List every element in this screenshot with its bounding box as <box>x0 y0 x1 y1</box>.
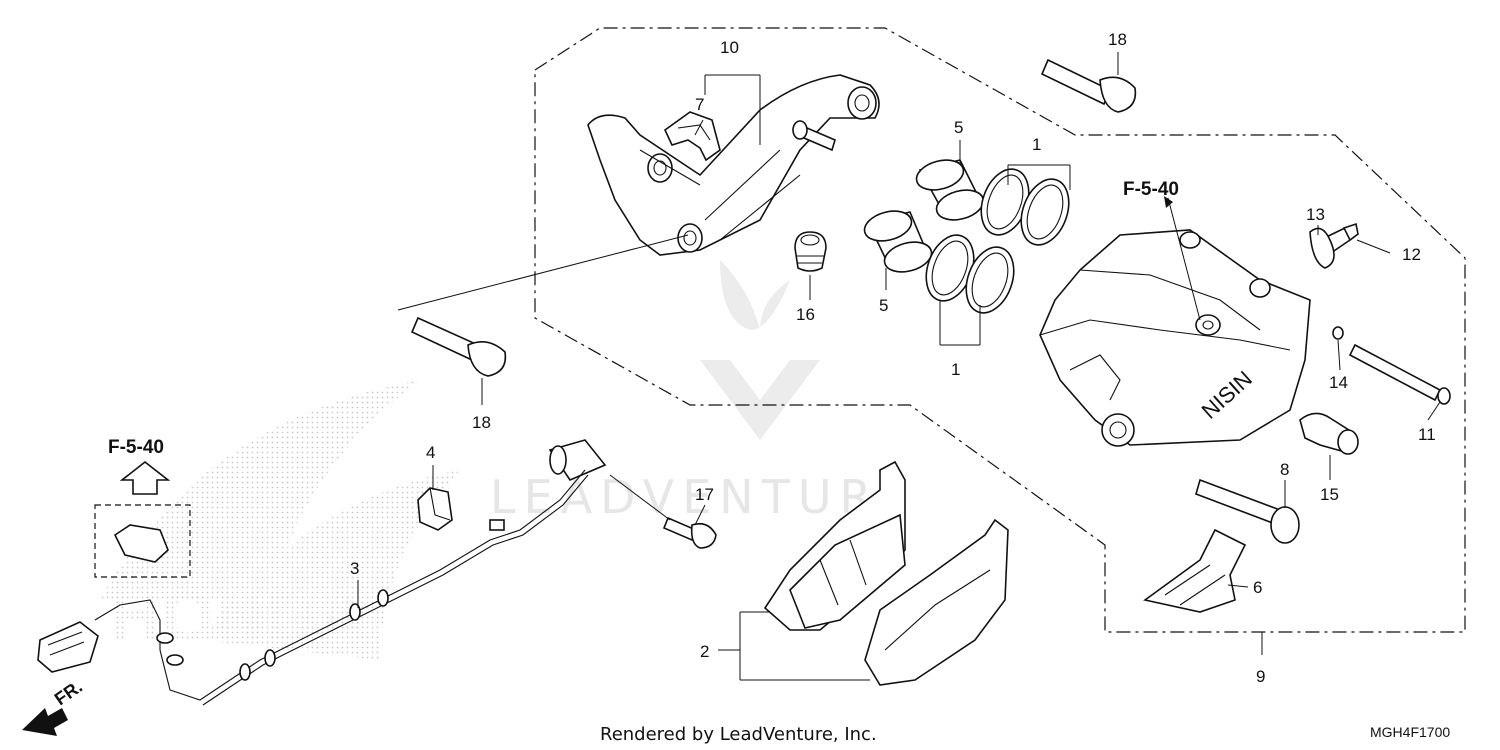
caliper-bracket <box>587 74 880 256</box>
callout-16: 16 <box>796 305 815 324</box>
pad-retainer <box>1143 528 1247 613</box>
ref-label-top: F-5-40 <box>1123 179 1179 200</box>
speed-sensor-harness <box>37 439 607 706</box>
ref-label-left: F-5-40 <box>108 437 164 458</box>
slide-pin <box>1195 478 1300 544</box>
ref-arrow-up <box>119 460 171 495</box>
ref-arrow-top <box>1164 196 1201 321</box>
washer <box>1332 326 1344 340</box>
front-direction-label: FR. <box>51 676 86 709</box>
pad-pin <box>1348 343 1451 405</box>
callout-10: 10 <box>720 38 739 57</box>
callout-7: 7 <box>695 95 704 114</box>
watermark-text: LEADVENTURE <box>490 470 917 524</box>
brand-logo-watermark: HONDA <box>100 380 460 660</box>
pin-boot <box>794 231 827 272</box>
bracket-bolt-left <box>410 316 507 377</box>
piston-seals <box>925 168 1070 314</box>
bracket-bolt-top <box>1040 58 1137 113</box>
piston-lower <box>863 210 933 273</box>
brake-pad-rear <box>864 518 1009 686</box>
diagram-code: MGH4F1700 <box>1370 724 1450 740</box>
callout-6: 6 <box>1253 578 1262 597</box>
callout-5-upper: 5 <box>954 118 963 137</box>
callout-1-upper: 1 <box>1032 135 1041 154</box>
callout-1-lower: 1 <box>951 360 960 379</box>
callout-15: 15 <box>1320 485 1339 504</box>
callout-5-lower: 5 <box>879 296 888 315</box>
caliper-body: NISIN <box>1039 229 1311 447</box>
sensor-bolt <box>662 516 717 549</box>
callout-9: 9 <box>1256 667 1265 686</box>
callout-17: 17 <box>695 485 714 504</box>
callout-3: 3 <box>350 559 359 578</box>
brake-pad-front <box>763 460 906 631</box>
callout-18-top: 18 <box>1108 30 1127 49</box>
callout-18-left: 18 <box>472 413 491 432</box>
sleeve-bolt <box>1299 412 1359 455</box>
bleed-cap <box>1309 227 1335 269</box>
harness-clip <box>417 487 453 531</box>
callout-11: 11 <box>1418 425 1436 444</box>
bracket-group-outline <box>534 27 1466 633</box>
callout-13: 13 <box>1306 205 1325 224</box>
callout-4: 4 <box>426 443 435 462</box>
pad-spring <box>663 111 721 162</box>
callout-14: 14 <box>1329 373 1348 392</box>
svg-text:HONDA: HONDA <box>110 577 367 655</box>
piston-upper <box>915 159 985 221</box>
footer-credit: Rendered by LeadVenture, Inc. <box>600 724 877 745</box>
ref-clip <box>113 524 169 563</box>
front-direction-arrow: FR. <box>22 676 86 736</box>
leadventure-watermark: LEADVENTURE <box>490 260 917 524</box>
callouts: 10 7 5 1 5 1 16 18 13 12 14 11 15 8 6 9 … <box>350 30 1436 686</box>
callout-2: 2 <box>700 642 709 661</box>
ref-clip-box <box>94 504 191 578</box>
leader-lines <box>357 52 1441 681</box>
callout-8: 8 <box>1280 460 1289 479</box>
callout-12: 12 <box>1402 245 1421 264</box>
